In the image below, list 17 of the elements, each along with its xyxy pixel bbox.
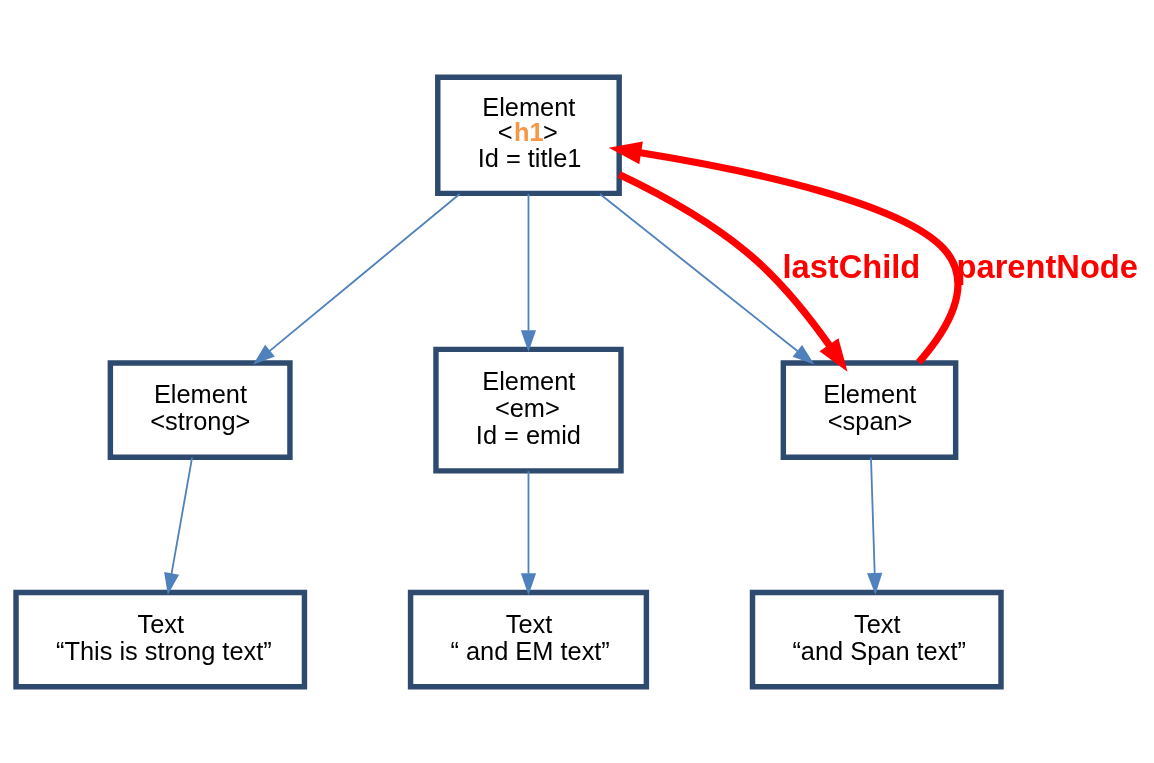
edge-label: lastChild	[782, 247, 921, 285]
arrow	[608, 140, 962, 365]
node-box: Element <span>	[780, 359, 959, 460]
edge-label: parentNode	[956, 247, 1138, 285]
arrow	[164, 456, 193, 595]
arrow	[617, 170, 848, 372]
node-box: Element <h1> Id = title1	[435, 74, 622, 196]
node-box: Text “ and EM text”	[407, 589, 650, 689]
node-box: Element <em> Id = emid	[433, 346, 624, 474]
node-box: Element <strong>	[107, 359, 293, 460]
arrow	[599, 192, 815, 364]
node-box: Text “This is strong text”	[13, 589, 308, 689]
arrow	[520, 192, 537, 352]
arrow	[520, 469, 537, 595]
node-box: Text “and Span text”	[749, 589, 1004, 689]
arrow	[867, 456, 883, 595]
arrow	[253, 192, 461, 364]
